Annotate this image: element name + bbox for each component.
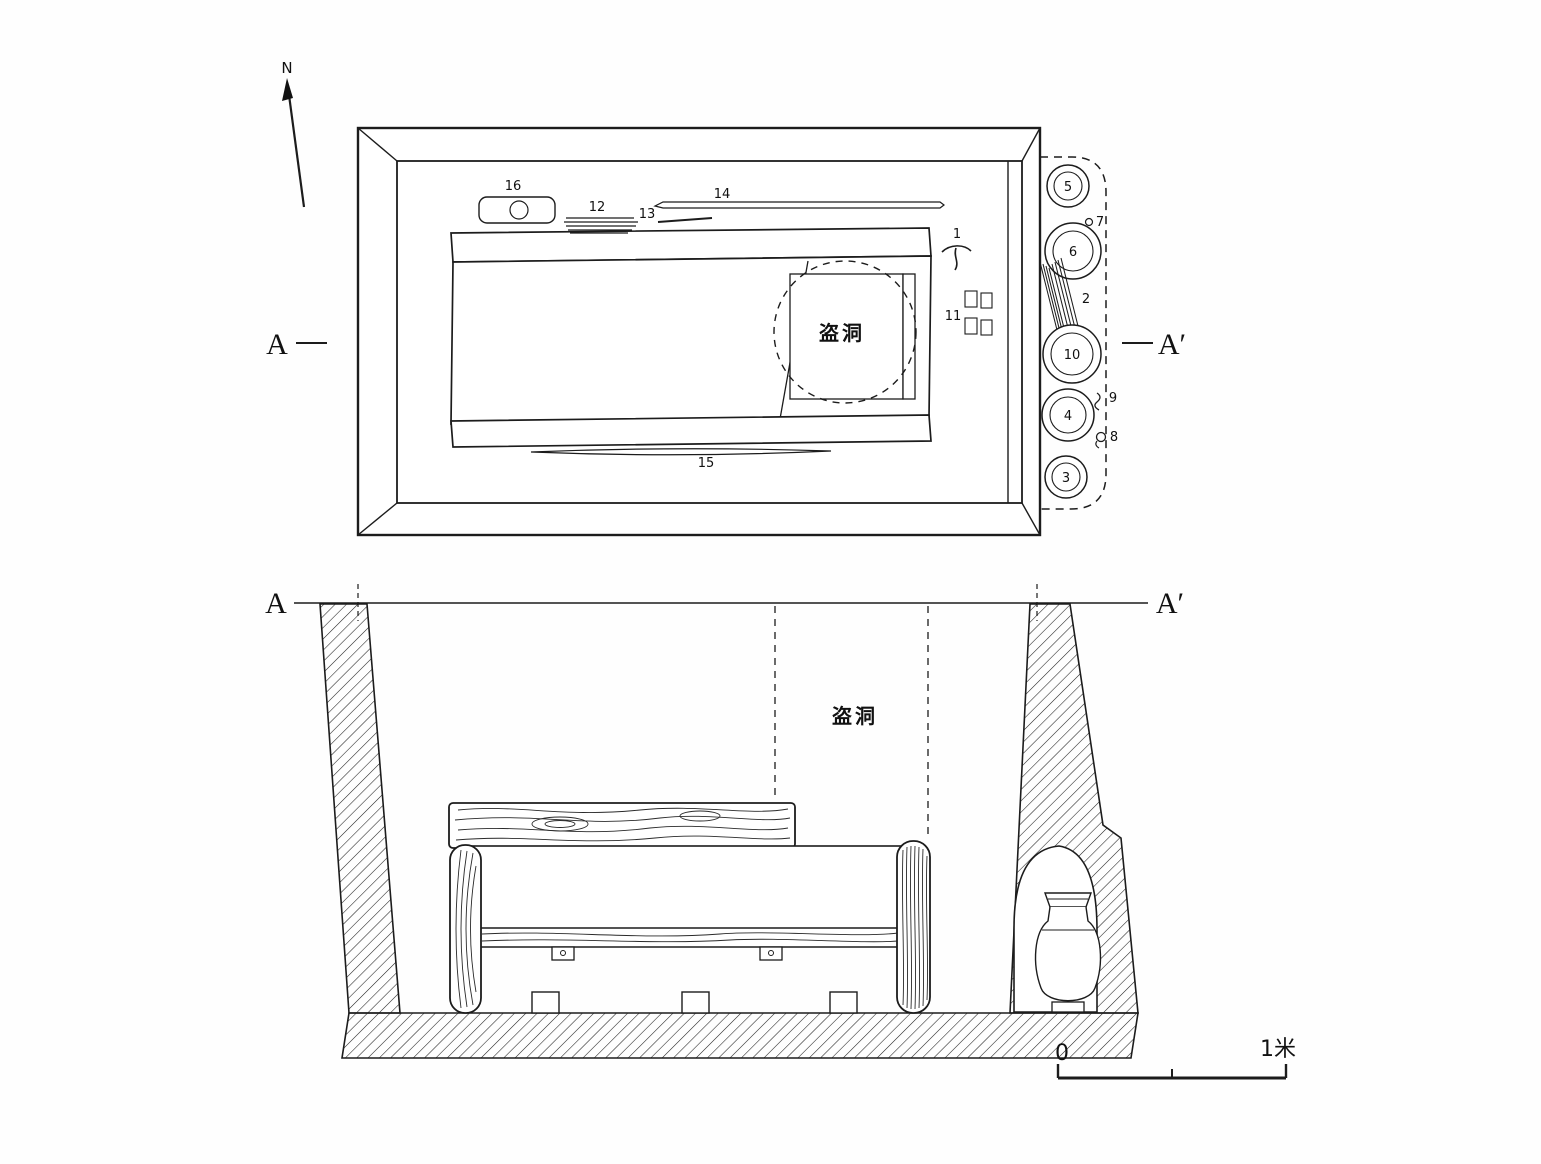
section-marker-right: A′ [1156,587,1184,620]
artifact-11-label: 11 [945,309,962,324]
pit-corner-slopes [357,127,1041,536]
artifact-7-label: 7 [1096,215,1104,230]
coffin-chamber [466,845,911,931]
robber-hole-label-plan: 盗洞 [819,321,865,345]
artifact-12-label: 12 [589,200,606,215]
compass-label: N [281,59,292,77]
artifact-12-slips [564,217,638,234]
lid-plank-grain [454,807,791,842]
artifact-2-label: 2 [1082,292,1090,307]
pit-floor [341,1012,1139,1059]
vessel-10-label: 10 [1064,348,1081,363]
support-cleat-left [551,946,575,961]
bottom-plank-grain [481,932,899,943]
artifact-7-item [1084,217,1094,227]
vessel-4-label: 4 [1064,409,1072,424]
artifact-15-rod [530,448,832,456]
niche-outline [1039,156,1107,510]
artifact-14-label: 14 [714,187,731,202]
scale-zero-label: 0 [1055,1041,1069,1066]
scale-max-label: 1米 [1260,1037,1296,1062]
pit-left-wall [319,603,401,1014]
support-cleat-right [759,946,783,961]
plan-section-marker-left: A [266,328,288,361]
artifact-9-item [1094,392,1101,411]
coffin-end-board-plan [902,273,916,400]
artifact-16-box [478,196,556,224]
support-block-3 [829,991,858,1014]
coffin-right-end [896,840,931,1014]
artifact-9-label: 9 [1109,391,1117,406]
support-block-2 [681,991,710,1014]
artifact-1-label: 1 [953,227,961,242]
artifact-15-label: 15 [698,456,715,471]
vessel-6-label: 6 [1069,245,1077,260]
artifact-11-plaques [964,290,993,336]
section-view: A A′ 盗洞 [265,584,1184,1059]
coffin-bottom-plank-section [476,927,903,948]
coffin-bottom-plank [450,414,932,448]
vessel-5 [1046,164,1090,208]
robber-hole-label-section: 盗洞 [832,704,878,728]
scale-bar: 0 1米 [1055,1037,1296,1080]
robber-pit-rect [789,273,904,400]
artifact-1-fitting [941,245,972,271]
robber-hole-circle [773,260,917,404]
artifact-13-label: 13 [639,207,656,222]
plan-view: 盗洞 16 12 13 14 1 [266,126,1186,537]
artifact-8-label: 8 [1110,430,1118,445]
coffin-lid-plank [448,802,796,849]
vessel-4 [1041,388,1095,442]
north-arrow: N [281,59,306,208]
artifact-13-stick [657,217,713,223]
artifact-14-pole [653,201,945,209]
vessel-3 [1044,455,1088,499]
niche-pot-vessel [1034,892,1102,1013]
north-arrow-head [282,78,293,101]
artifact-8-item [1095,431,1107,449]
vessel-5-label: 5 [1064,180,1072,195]
vessel-10 [1042,324,1102,384]
support-block-1 [531,991,560,1014]
artifact-16-label: 16 [505,179,522,194]
vessel-3-label: 3 [1062,471,1070,486]
plan-section-marker-right: A′ [1158,328,1186,361]
artifact-2-bundle [1039,257,1079,337]
section-marker-left: A [265,587,287,620]
coffin-left-end [449,844,482,1014]
